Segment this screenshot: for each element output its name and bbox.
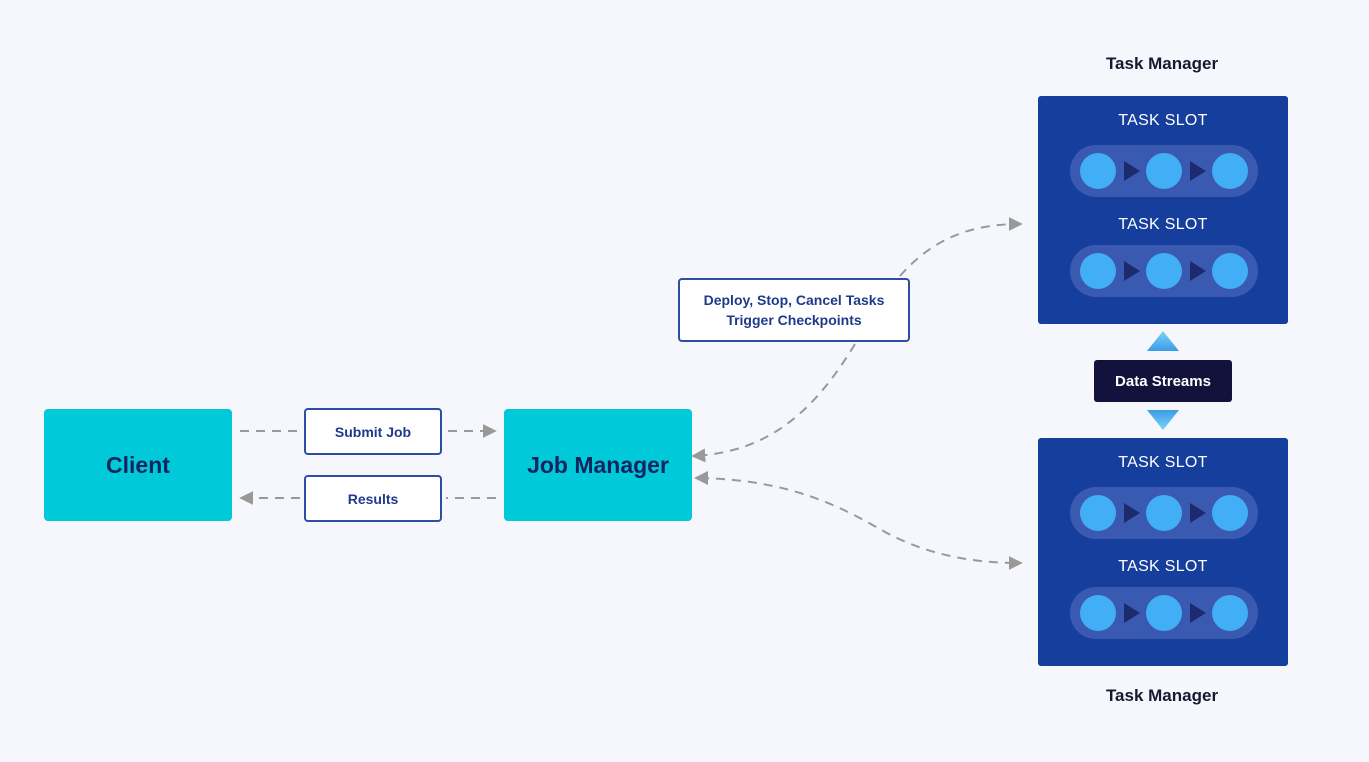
task-node bbox=[1146, 495, 1182, 531]
task-slot-pill bbox=[1070, 145, 1258, 197]
job-manager-bottom-task-manager-arrow bbox=[699, 477, 1023, 570]
data-stream-up-triangle bbox=[1147, 331, 1179, 351]
task-slot-pill bbox=[1070, 487, 1258, 539]
task-node bbox=[1212, 595, 1248, 631]
bottom-task-manager-to-job-manager-arrowhead bbox=[694, 471, 708, 485]
control-label-line1: Deploy, Stop, Cancel Tasks bbox=[703, 292, 885, 308]
task-node bbox=[1212, 495, 1248, 531]
job-manager-box: Job Manager bbox=[504, 409, 692, 521]
task-manager-top: TASK SLOT TASK SLOT bbox=[1038, 96, 1288, 324]
task-slot-pill bbox=[1070, 245, 1258, 297]
data-streams-label: Data Streams bbox=[1115, 372, 1211, 390]
control-to-job-manager-arrow bbox=[691, 343, 856, 463]
task-node bbox=[1212, 253, 1248, 289]
task-slot-label: TASK SLOT bbox=[1118, 454, 1208, 471]
task-slot-label: TASK SLOT bbox=[1118, 558, 1208, 575]
task-manager-bottom: TASK SLOT TASK SLOT bbox=[1038, 438, 1288, 666]
task-slot-label: TASK SLOT bbox=[1118, 216, 1208, 233]
control-label-box: Deploy, Stop, Cancel Tasks Trigger Check… bbox=[678, 278, 910, 342]
task-node bbox=[1080, 153, 1116, 189]
task-node bbox=[1080, 253, 1116, 289]
task-manager-bottom-title: Task Manager bbox=[1105, 686, 1219, 705]
data-streams-label-box: Data Streams bbox=[1094, 360, 1232, 402]
task-node bbox=[1146, 253, 1182, 289]
task-node bbox=[1080, 595, 1116, 631]
results-label-box: Results bbox=[304, 475, 442, 522]
task-node bbox=[1212, 153, 1248, 189]
data-stream-down-triangle bbox=[1147, 410, 1179, 430]
control-label-line2: Trigger Checkpoints bbox=[726, 312, 862, 328]
results-label: Results bbox=[347, 490, 399, 507]
task-slot-label: TASK SLOT bbox=[1118, 112, 1208, 129]
job-manager-label: Job Manager bbox=[527, 451, 669, 478]
task-slot-pill bbox=[1070, 587, 1258, 639]
task-node bbox=[1146, 595, 1182, 631]
client-box: Client bbox=[44, 409, 232, 521]
task-manager-top-title: Task Manager bbox=[1105, 54, 1219, 73]
client-label: Client bbox=[106, 451, 170, 478]
submit-job-label: Submit Job bbox=[334, 423, 412, 440]
task-node bbox=[1146, 153, 1182, 189]
job-manager-to-top-task-manager-arrow bbox=[899, 217, 1023, 277]
task-node bbox=[1080, 495, 1116, 531]
submit-job-label-box: Submit Job bbox=[304, 408, 442, 455]
